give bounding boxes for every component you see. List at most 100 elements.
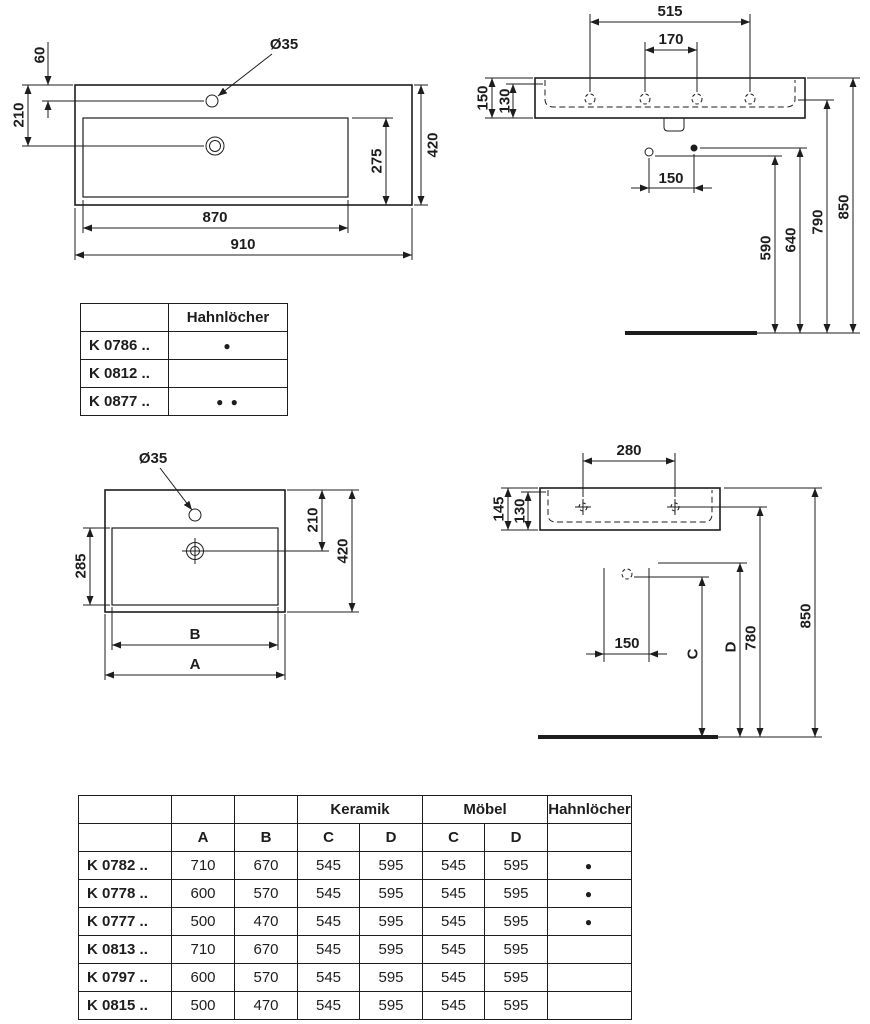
dim-label-130: 130 xyxy=(497,88,514,113)
tap-hole-dots xyxy=(168,359,288,388)
plan-view-large: Ø35 60 210 420 275 870 xyxy=(11,36,442,260)
keramik-D-value: 595 xyxy=(359,991,423,1020)
hidden-contour xyxy=(544,80,796,108)
dim-label-210-small: 210 xyxy=(305,507,322,532)
dim-640: 640 xyxy=(700,147,807,333)
dim-label-150-height: 150 xyxy=(475,85,492,110)
moebel-C-value: 545 xyxy=(422,879,485,908)
empty-cell xyxy=(171,795,235,824)
dim-B-value: 470 xyxy=(234,991,298,1020)
tap-hole-mark-left xyxy=(575,499,591,515)
keramik-D-value: 595 xyxy=(359,851,423,880)
dim-A-value: 500 xyxy=(171,991,235,1020)
keramik-D-value: 595 xyxy=(359,907,423,936)
dim-label-60: 60 xyxy=(32,47,49,64)
dim-label-275: 275 xyxy=(369,148,386,173)
dim-B-value: 470 xyxy=(234,907,298,936)
dim-790: 790 xyxy=(798,99,834,333)
empty-cell xyxy=(547,823,632,852)
dim-A-value: 500 xyxy=(171,907,235,936)
tap-hole-dots xyxy=(547,991,632,1020)
basin-profile xyxy=(534,77,806,119)
moebel-C-value: 545 xyxy=(422,935,485,964)
tap-hole-dots xyxy=(547,935,632,964)
column-header-row: A B C D C D xyxy=(78,823,632,852)
drain-small xyxy=(182,538,208,564)
hahnloecher-group-header: Hahnlöcher xyxy=(547,795,632,824)
faucet-hole-callout-small: Ø35 xyxy=(139,450,193,511)
keramik-C-value: 545 xyxy=(297,907,360,936)
dim-210-small: 210 xyxy=(205,489,359,552)
dim-170: 170 xyxy=(644,31,698,92)
moebel-C-value: 545 xyxy=(422,963,485,992)
keramik-group-header: Keramik xyxy=(297,795,423,824)
faucet-hole xyxy=(205,94,219,108)
drain xyxy=(205,136,225,156)
dim-130-small: 130 xyxy=(512,491,546,530)
spec-row: K 0815 .. 500 470 545 595 545 595 xyxy=(78,991,632,1020)
empty-cell xyxy=(78,795,172,824)
dim-515: 515 xyxy=(589,3,751,92)
keramik-C-value: 545 xyxy=(297,851,360,880)
faucet-hole-small xyxy=(188,508,202,522)
dim-label-280: 280 xyxy=(616,442,641,459)
keramik-C-value: 545 xyxy=(297,991,360,1020)
dim-910: 910 xyxy=(74,208,413,260)
dim-label-420-small: 420 xyxy=(335,538,352,563)
keramik-C-value: 545 xyxy=(297,935,360,964)
dim-A-value: 710 xyxy=(171,851,235,880)
spec-table: Keramik Möbel Hahnlöcher A B C D C D K 0… xyxy=(78,795,632,1020)
keramik-D-value: 595 xyxy=(359,935,423,964)
dim-B-value: 570 xyxy=(234,879,298,908)
bowl-outline-small xyxy=(111,527,279,606)
spec-row: K 0777 .. 500 470 545 595 545 595 ● xyxy=(78,907,632,936)
spec-row: K 0782 .. 710 670 545 595 545 595 ● xyxy=(78,851,632,880)
col-header-moebel-D: D xyxy=(484,823,548,852)
dim-B-value: 570 xyxy=(234,963,298,992)
dim-150-bolts: 150 xyxy=(631,154,712,193)
dim-D: D xyxy=(658,562,747,737)
dim-850-small: 850 xyxy=(724,487,822,737)
dim-285: 285 xyxy=(73,527,110,606)
dim-label-910: 910 xyxy=(230,236,255,253)
technical-drawing: Ø35 60 210 420 275 870 xyxy=(11,3,860,739)
basin-outline xyxy=(74,84,413,206)
table-row: K 0786 .. ● xyxy=(80,331,288,360)
tap-hole-dots xyxy=(547,963,632,992)
dim-275: 275 xyxy=(352,117,393,205)
wall-fixing-hole xyxy=(621,568,633,580)
moebel-C-value: 545 xyxy=(422,851,485,880)
dim-A-value: 710 xyxy=(171,935,235,964)
moebel-D-value: 595 xyxy=(484,851,548,880)
dim-label-870: 870 xyxy=(202,209,227,226)
dim-C: C xyxy=(634,576,709,737)
dim-A-value: 600 xyxy=(171,963,235,992)
dim-label-B: B xyxy=(190,626,201,643)
tap-hole-dots: ● xyxy=(547,851,632,880)
side-view-small: 280 145 130 150 C xyxy=(491,442,822,739)
hidden-contour-small xyxy=(547,490,713,523)
tap-hole-dots: ● ● xyxy=(168,387,288,416)
col-header-B: B xyxy=(234,823,298,852)
fixing-bolt xyxy=(690,144,698,152)
fixing-hole xyxy=(644,147,654,157)
faucet-hole-callout: Ø35 xyxy=(217,36,298,97)
dim-A: A xyxy=(104,614,286,680)
dim-280: 280 xyxy=(582,442,676,497)
spec-row: K 0778 .. 600 570 545 595 545 595 ● xyxy=(78,879,632,908)
dim-label-850-small: 850 xyxy=(798,603,815,628)
dim-label-dia35: Ø35 xyxy=(270,36,298,53)
side-view-large: 515 170 150 130 150 xyxy=(475,3,860,335)
dim-label-145: 145 xyxy=(491,496,508,521)
empty-cell xyxy=(234,795,298,824)
product-code: K 0786 .. xyxy=(80,331,169,360)
dim-label-590: 590 xyxy=(758,235,775,260)
keramik-C-value: 545 xyxy=(297,963,360,992)
bowl-outline xyxy=(82,117,349,198)
dim-420-small: 420 xyxy=(287,490,359,613)
dim-label-A: A xyxy=(190,656,201,673)
dim-label-210: 210 xyxy=(11,102,28,127)
dim-label-C: C xyxy=(685,648,702,659)
tap-holes-hidden xyxy=(584,93,756,105)
basin-profile-small xyxy=(539,487,721,531)
